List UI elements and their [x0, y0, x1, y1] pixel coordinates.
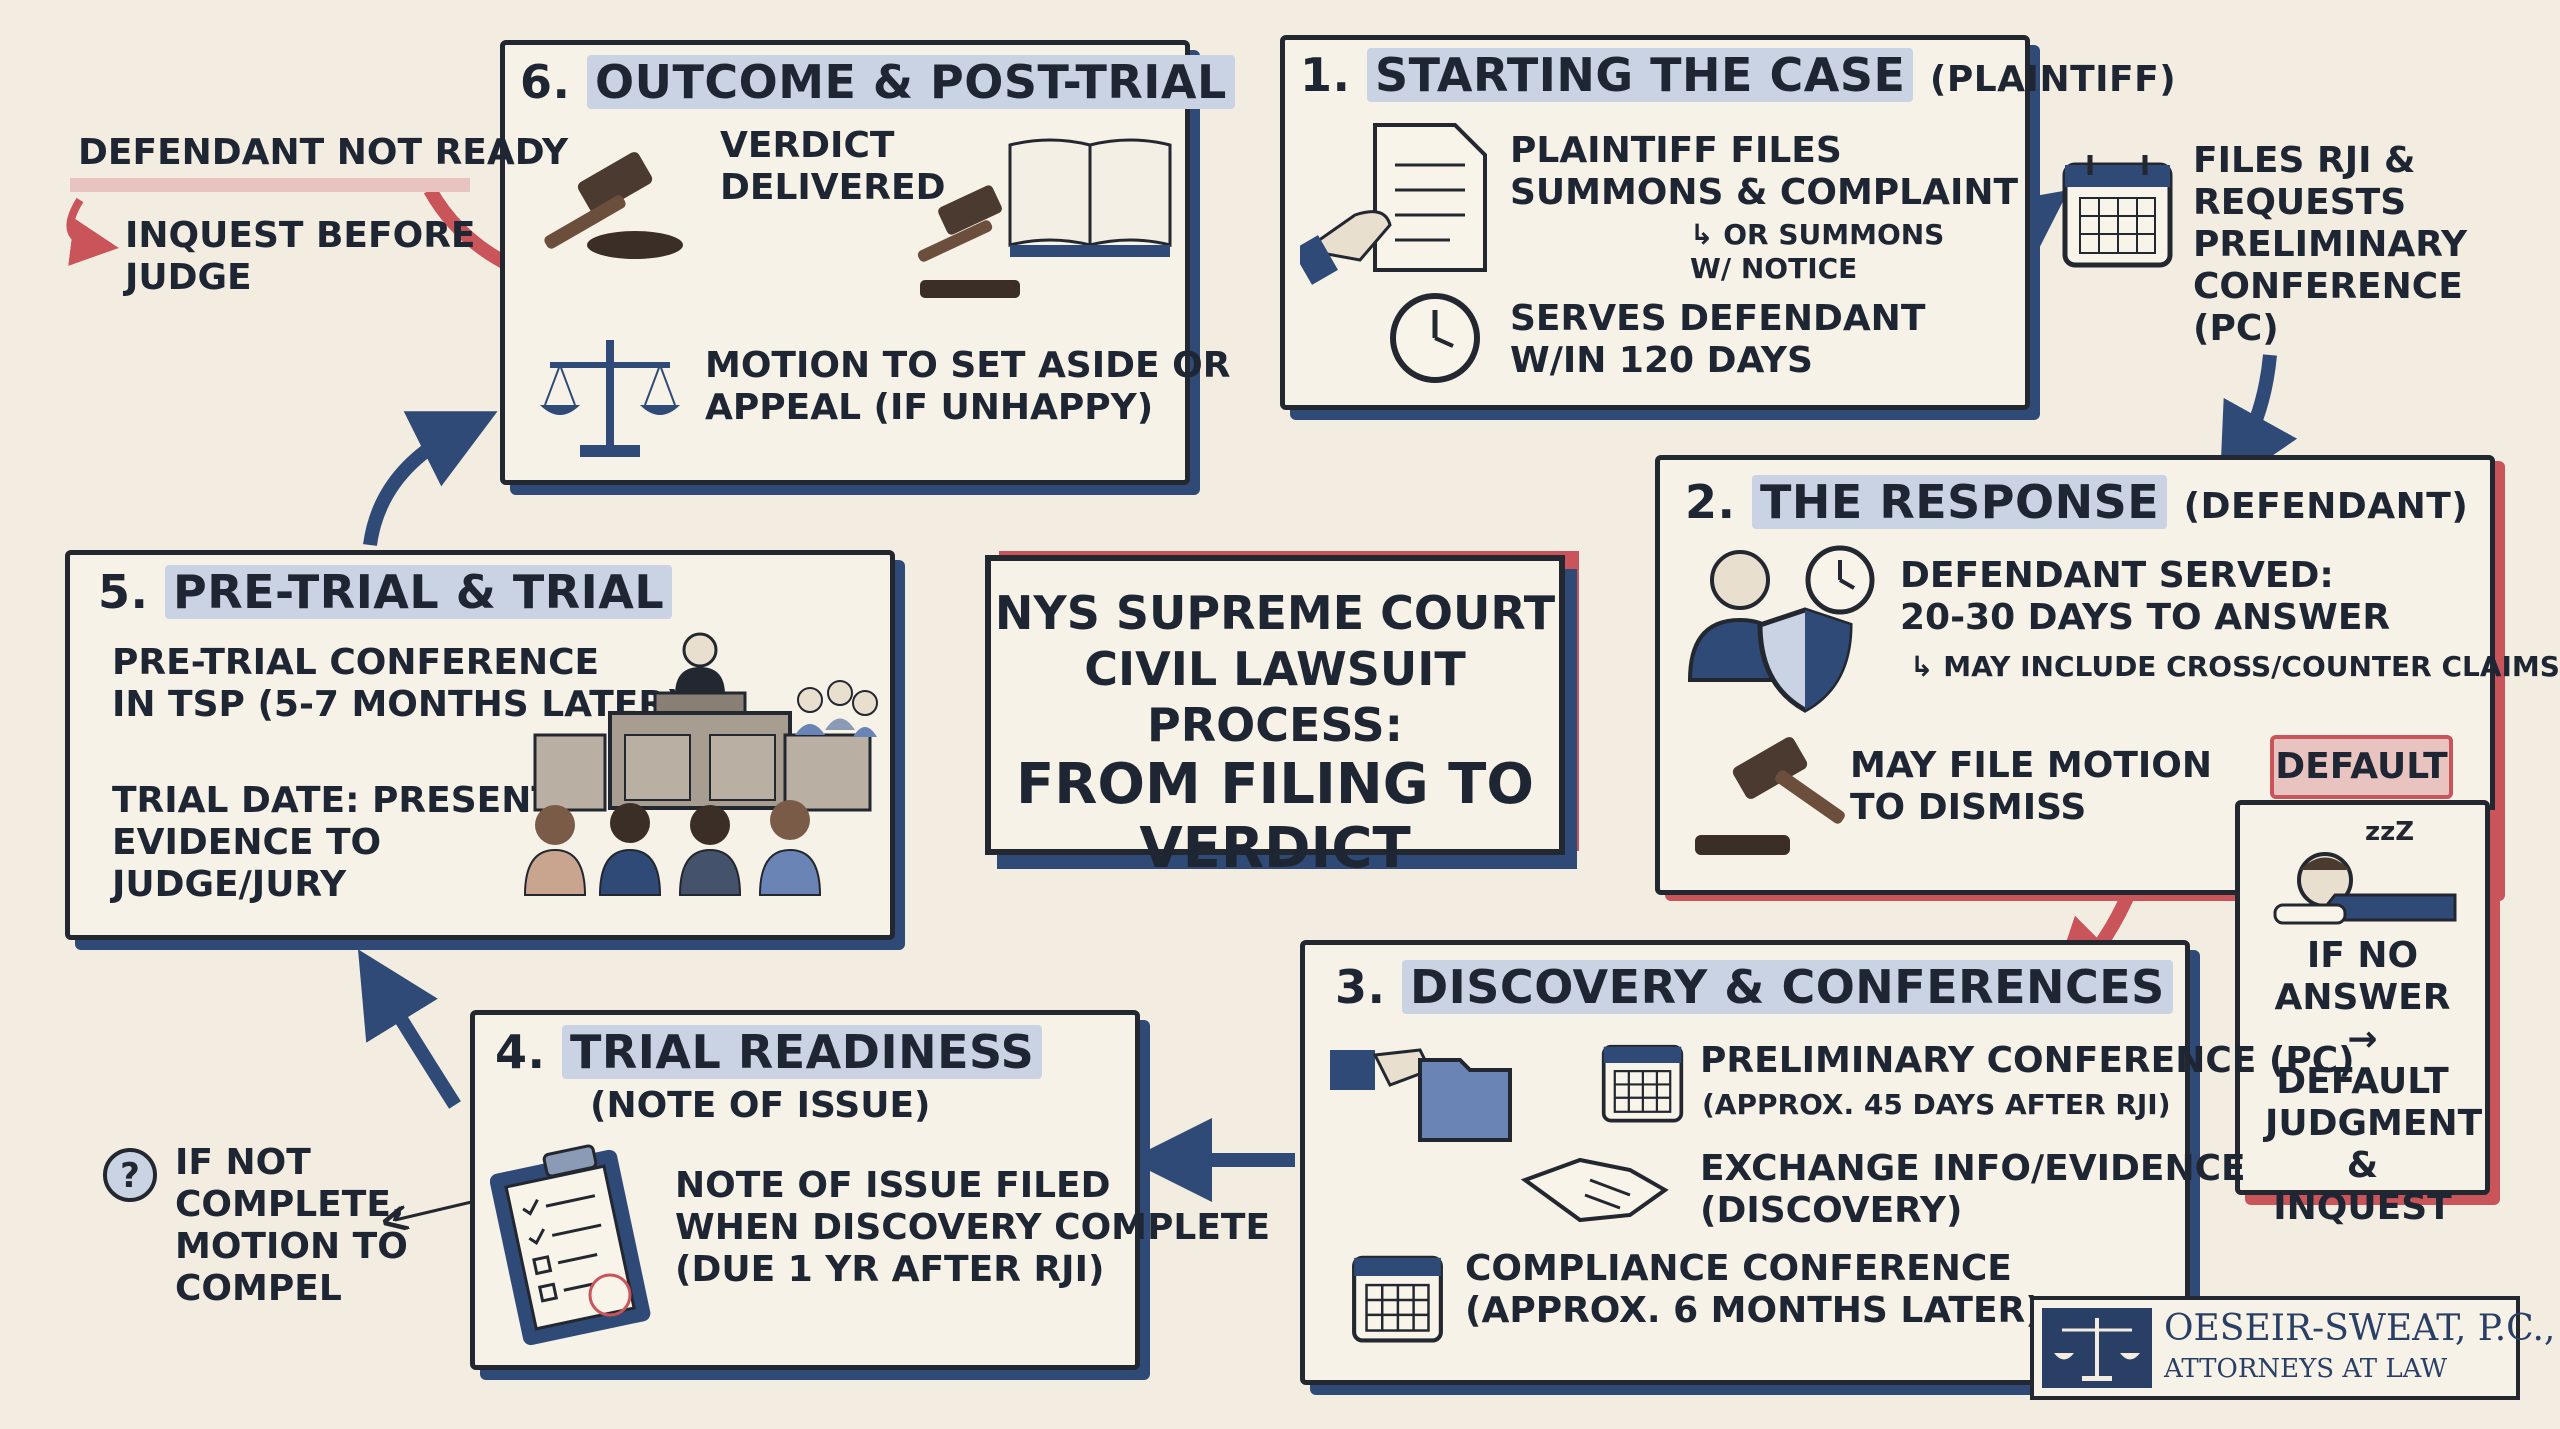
step4-header: 4. TRIAL READINESS	[495, 1025, 1043, 1079]
gavel-icon	[544, 152, 683, 259]
title-line2: CIVIL LAWSUIT PROCESS:	[1084, 642, 1466, 752]
step4-number: 4.	[495, 1025, 546, 1079]
step2-number: 2.	[1685, 475, 1736, 529]
step3-number: 3.	[1335, 960, 1386, 1014]
calendar-icon	[1352, 1255, 1443, 1343]
exchange-text: EXCHANGE INFO/EVIDENCE (DISCOVERY)	[1700, 1148, 2246, 1231]
summons-notice-text: ↳ OR SUMMONS W/ NOTICE	[1690, 218, 1945, 285]
svg-text:zzZ: zzZ	[2365, 817, 2414, 847]
title-line1: NYS SUPREME COURT	[994, 586, 1556, 640]
calendar-icon	[2062, 155, 2173, 268]
gavel-icon	[1695, 737, 1845, 855]
sleeping-person-icon: zzZ	[2273, 817, 2457, 925]
step6-header: 6. OUTCOME & POST-TRIAL	[520, 55, 1235, 109]
serves-defendant-text: SERVES DEFENDANT W/IN 120 DAYS	[1510, 298, 1926, 381]
plaintiff-files-text: PLAINTIFF FILES SUMMONS & COMPLAINT	[1510, 130, 2019, 213]
motion-compel-text: IF NOT COMPLETE, MOTION TO COMPEL	[175, 1142, 408, 1309]
step1-title: STARTING THE CASE	[1367, 48, 1914, 102]
step2-subtitle: (DEFENDANT)	[2183, 486, 2469, 527]
title-card: NYS SUPREME COURT CIVIL LAWSUIT PROCESS:…	[985, 555, 1565, 881]
step1-header: 1. STARTING THE CASE (PLAINTIFF)	[1300, 48, 2176, 102]
firm-name: OESEIR-SWEAT, P.C.,	[2164, 1308, 2556, 1349]
inquest-text: INQUEST BEFORE JUDGE	[125, 215, 476, 298]
defendant-served-text: DEFENDANT SERVED: 20-30 DAYS TO ANSWER	[1900, 555, 2391, 638]
verdict-text: VERDICT DELIVERED	[720, 125, 946, 208]
rji-text: FILES RJI & REQUESTS PRELIMINARY CONFERE…	[2193, 140, 2468, 349]
step2-title: THE RESPONSE	[1752, 475, 2168, 529]
folder-handoff-icon	[1330, 1048, 1512, 1142]
default-badge: DEFAULT	[2270, 735, 2453, 799]
step1-number: 1.	[1300, 48, 1351, 102]
person-shield-icon	[1687, 545, 1875, 713]
calendar-icon	[1601, 1044, 1684, 1123]
compliance-text: COMPLIANCE CONFERENCE (APPROX. 6 MONTHS …	[1465, 1248, 2042, 1331]
no-answer-box	[2235, 800, 2490, 1195]
courtroom-icon	[523, 632, 878, 896]
pc-note-text: (APPROX. 45 DAYS AFTER RJI)	[1702, 1088, 2171, 1121]
firm-logo-scales-icon	[2042, 1308, 2152, 1388]
step3-header: 3. DISCOVERY & CONFERENCES	[1335, 960, 2173, 1014]
svg-text:?: ?	[120, 1156, 140, 1196]
step4-subtitle: (NOTE OF ISSUE)	[590, 1085, 931, 1126]
arrow-not-ready-curl	[66, 197, 119, 266]
no-answer-text: IF NO ANSWER → DEFAULT JUDGMENT & INQUES…	[2265, 935, 2483, 1228]
step1-subtitle: (PLAINTIFF)	[1929, 59, 2177, 100]
post-trial-motion-text: MOTION TO SET ASIDE OR APPEAL (IF UNHAPP…	[705, 345, 1231, 428]
handshake-icon	[1520, 1157, 1669, 1223]
document-hand-icon	[1300, 123, 1487, 285]
cross-claims-text: ↳ MAY INCLUDE CROSS/COUNTER CLAIMS	[1910, 650, 2560, 683]
step3-title: DISCOVERY & CONFERENCES	[1402, 960, 2173, 1014]
pc-text: PRELIMINARY CONFERENCE (PC)	[1700, 1040, 2355, 1081]
arrow-rji-to-step2	[2219, 354, 2298, 492]
step6-box	[500, 40, 1190, 485]
defendant-not-ready-text: DEFENDANT NOT READY	[78, 132, 569, 173]
firm-logo: OESEIR-SWEAT, P.C., ATTORNEYS AT LAW	[2030, 1296, 2555, 1400]
question-icon: ?	[103, 1148, 157, 1202]
arrow-step5-to-step6	[363, 411, 498, 547]
title-line3: FROM FILING TO	[1016, 752, 1534, 817]
step5-header: 5. PRE-TRIAL & TRIAL	[98, 565, 673, 619]
trial-date-text: TRIAL DATE: PRESENT EVIDENCE TO JUDGE/JU…	[112, 780, 556, 905]
firm-subtitle: ATTORNEYS AT LAW	[2164, 1354, 2448, 1384]
step6-title: OUTCOME & POST-TRIAL	[587, 55, 1235, 109]
step2-header: 2. THE RESPONSE (DEFENDANT)	[1685, 475, 2468, 529]
step6-number: 6.	[520, 55, 571, 109]
title-line4: VERDICT	[1139, 816, 1411, 881]
scales-icon	[540, 340, 680, 457]
clock-icon	[1390, 293, 1480, 383]
motion-dismiss-text: MAY FILE MOTION TO DISMISS	[1850, 745, 2213, 828]
arrow-step4-to-step5	[357, 949, 461, 1109]
note-of-issue-filed-text: NOTE OF ISSUE FILED WHEN DISCOVERY COMPL…	[675, 1165, 1271, 1290]
clipboard-checklist-icon	[490, 1144, 651, 1345]
step5-number: 5.	[98, 565, 149, 619]
book-gavel-icon	[917, 138, 1172, 298]
step5-title: PRE-TRIAL & TRIAL	[165, 565, 673, 619]
step4-title: TRIAL READINESS	[562, 1025, 1043, 1079]
